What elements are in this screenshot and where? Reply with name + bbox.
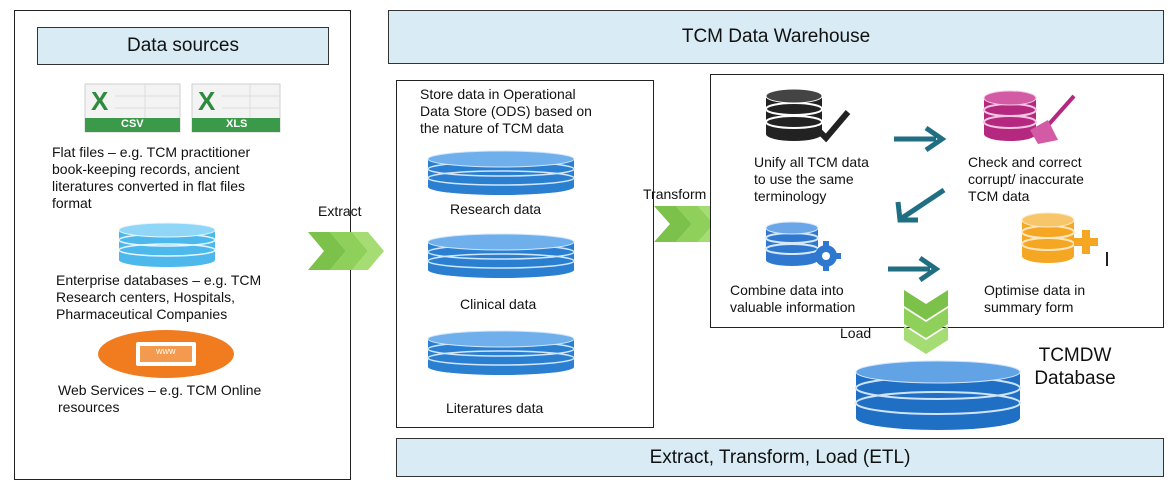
web-services-text: Web Services – e.g. TCM Online resources [58,382,262,415]
tick-mark-divider [1106,252,1108,266]
flat-files-text: Flat files – e.g. TCM practitioner book-… [52,144,251,211]
tcmdw-database-icon [854,360,1022,432]
tcmdw-database-label: TCMDW Database [1034,345,1116,389]
csv-label: CSV [121,118,144,130]
combine-database-gear-icon [764,221,854,272]
data-sources-title: Data sources [127,35,239,56]
etl-footer-title: Extract, Transform, Load (ETL) [649,446,911,468]
check-text: Check and correct corrupt/ inaccurate TC… [968,154,1084,204]
xls-label: XLS [226,118,248,130]
arrow-unify-to-check-icon [894,125,947,153]
unify-database-check-icon [764,88,854,144]
extract-chevron-icon [308,232,384,270]
data-sources-header: Data sources [37,27,329,65]
arrow-check-to-combine-icon [895,187,946,223]
literatures-data-label: Literatures data [446,400,544,416]
transform-label: Transform [643,186,707,202]
warehouse-title: TCM Data Warehouse [681,26,871,47]
etl-footer: Extract, Transform, Load (ETL) [396,438,1164,477]
optimise-database-plus-icon [1020,212,1100,268]
web-banner-text: www [156,346,176,356]
unify-text: Unify all TCM data to use the same termi… [754,154,869,204]
xls-file-icon: X XLS [191,83,281,133]
load-label: Load [840,325,872,341]
csv-file-icon: X CSV [84,83,181,133]
clinical-database-icon [426,233,576,279]
enterprise-databases-text: Enterprise databases – e.g. TCM Research… [56,272,262,322]
enterprise-database-icon [117,222,217,268]
clean-database-broom-icon [982,90,1082,146]
arrow-combine-to-optimise-icon [888,255,941,283]
ods-note: Store data in Operational Data Store (OD… [420,86,592,136]
svg-text:X: X [198,86,216,116]
warehouse-header: TCM Data Warehouse [388,10,1164,64]
clinical-data-label: Clinical data [460,296,537,312]
combine-text: Combine data into valuable information [730,282,856,315]
literatures-database-icon [426,330,576,376]
extract-label: Extract [318,203,362,219]
research-database-icon [426,150,576,196]
load-chevron-icon [904,290,948,354]
svg-text:X: X [91,86,109,116]
research-data-label: Research data [450,201,542,217]
optimise-text: Optimise data in summary form [984,282,1086,315]
web-services-icon: www [98,330,234,378]
